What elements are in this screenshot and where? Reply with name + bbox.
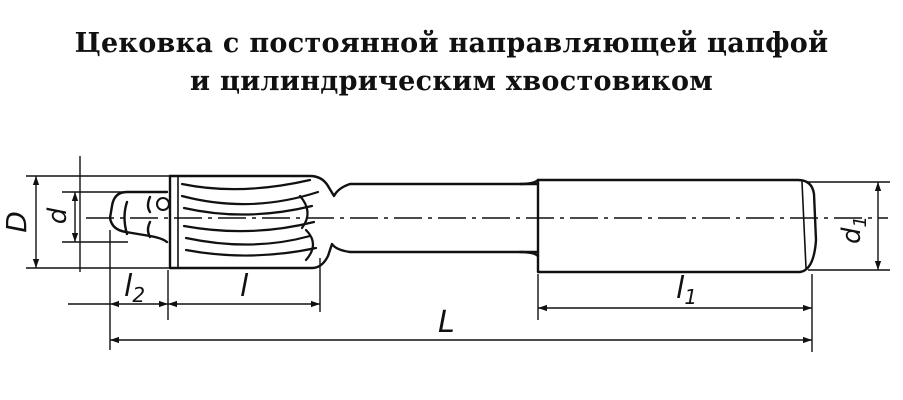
label-L: L (438, 305, 455, 340)
shank-outline (536, 178, 818, 274)
label-l: l (240, 269, 249, 304)
cutting-part-outline (168, 174, 540, 270)
pilot-detail (156, 197, 170, 211)
label-l2: l2 (124, 269, 145, 307)
label-D: D (0, 211, 33, 233)
pilot-groove (146, 195, 152, 239)
shank-chamfer (801, 181, 807, 269)
label-d1: d1 (837, 216, 871, 244)
drawing-title-line-1: Цековка с постоянной направляющей цапфой (74, 28, 829, 59)
label-d: d (43, 207, 73, 224)
pilot-outline (108, 190, 169, 244)
pilot-inner-line (123, 200, 129, 236)
helical-flutes (180, 178, 320, 262)
drawing-title-line-2: и цилиндрическим хвостовиком (189, 66, 714, 97)
label-l1: l1 (676, 271, 697, 309)
